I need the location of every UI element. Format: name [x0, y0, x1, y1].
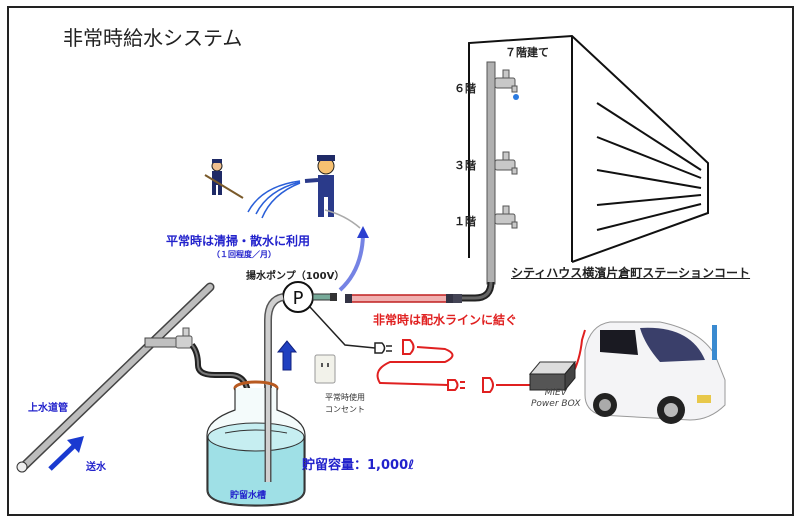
normal-use-frequency: （１回程度／月）	[212, 250, 276, 259]
power-box-label: MiEV Power BOX	[531, 388, 581, 410]
outlet-label-line1: 平常時使用	[325, 393, 365, 402]
faucet-icon	[494, 205, 518, 229]
building-outline	[468, 34, 709, 263]
power-box-label-line1: MiEV	[544, 388, 567, 398]
faucet-icon	[494, 69, 518, 93]
floor-label-1: １階	[454, 215, 476, 228]
normal-use-caption: 平常時は清掃・散水に利用	[166, 234, 311, 248]
hose-coupling	[453, 294, 462, 303]
pump-symbol: P	[293, 288, 304, 309]
power-box-label-line2: Power BOX	[531, 399, 581, 409]
extension-cord	[376, 329, 586, 393]
building-floors-label: ７階建て	[505, 46, 549, 59]
water-drop-icon	[513, 94, 519, 100]
riser-pipe	[486, 61, 496, 285]
tank-label: 貯留水槽	[230, 491, 267, 501]
pump-power-cord	[309, 306, 376, 349]
water-tank-icon	[206, 380, 306, 507]
electric-car-image	[584, 321, 726, 424]
page-title: 非常時給水システム	[63, 26, 243, 50]
pump-label: 揚水ポンプ（100V）	[246, 271, 345, 282]
worker-watering-icon	[304, 155, 361, 229]
wall-outlet-icon	[314, 354, 336, 384]
worker-sweeping-icon	[204, 159, 244, 199]
water-spray	[247, 180, 301, 219]
outlet-label: 平常時使用 コンセント	[325, 392, 365, 416]
faucet-icon	[494, 151, 518, 175]
curved-flow-arrow	[338, 234, 365, 292]
power-box-icon	[528, 360, 577, 392]
branch-pipe	[144, 337, 179, 348]
floor-label-6: ６階	[454, 82, 476, 95]
emergency-hose	[349, 294, 451, 303]
floor-label-3: ３階	[454, 159, 476, 172]
emergency-line-caption: 非常時は配水ラインに結ぐ	[373, 313, 518, 327]
mains-pipe-label: 上水道管	[28, 403, 68, 414]
plug-icon	[374, 342, 392, 354]
send-water-arrow-icon	[48, 436, 84, 471]
outlet-label-line2: コンセント	[325, 405, 365, 414]
diagram-frame	[7, 6, 794, 516]
up-arrow-icon	[276, 340, 298, 371]
faucet-icon	[175, 327, 193, 349]
send-water-label: 送水	[86, 462, 106, 473]
tank-capacity: 貯留容量：1,000ℓ	[302, 458, 415, 473]
building-name: シティハウス横濱片倉町ステーションコート	[511, 266, 751, 280]
